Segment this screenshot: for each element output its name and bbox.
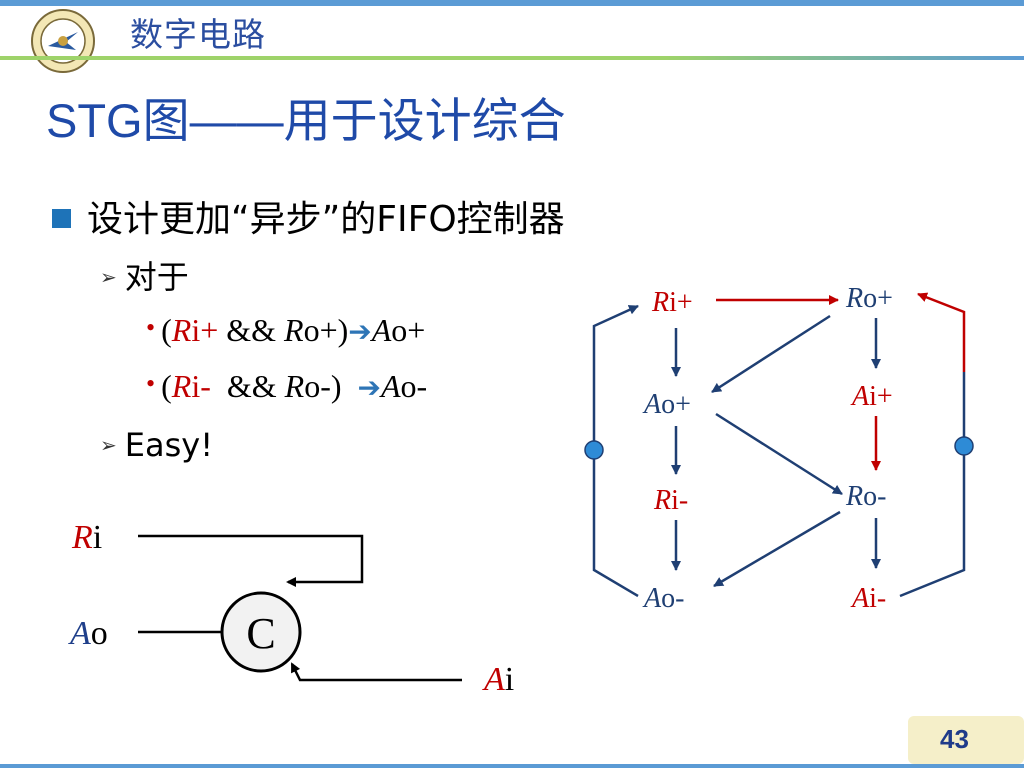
dot-bullet-icon: • (146, 369, 156, 398)
university-logo (31, 9, 95, 73)
arc-ai-minus-to-ro-plus (917, 292, 966, 372)
ri-suffix: i+ (191, 312, 219, 348)
ao-suffix: o- (400, 368, 428, 404)
ri-input-label: Ri (71, 519, 102, 556)
and-operator: && (218, 312, 285, 348)
and-operator: && (210, 368, 285, 404)
implies-arrow-icon: ➔ (357, 371, 381, 404)
ao-letter: A (380, 368, 401, 404)
arrow-bullet-icon: ➢ (100, 433, 117, 457)
ro-suffix: o-) (304, 368, 358, 404)
ro-letter: R (284, 368, 305, 404)
c-gate-label: C (246, 609, 275, 658)
token-left (584, 440, 604, 460)
token-right (954, 436, 974, 456)
stg-diagram: Ri+ Ro+ Ao+ Ai+ Ri- Ro- Ao- Ai- (584, 283, 974, 614)
node-ro-plus: Ro+ (845, 283, 893, 314)
node-ao-plus: Ao+ (642, 389, 691, 420)
arc-ro-plus-to-ao-plus (711, 314, 831, 394)
bullet-level1: 设计更加“异步”的FIFO控制器 (52, 190, 565, 242)
ro-letter: R (284, 312, 304, 348)
ri-letter: R (171, 368, 192, 404)
page-number-box (908, 716, 1024, 764)
ro-suffix: o+) (303, 312, 349, 348)
top-accent-bar (0, 0, 1024, 6)
node-ai-plus: Ai+ (850, 381, 893, 412)
arrow-bullet-icon: ➢ (100, 265, 117, 289)
paren: ( (161, 368, 172, 404)
bullet-text: Easy! (124, 426, 214, 464)
c-element-gate (220, 591, 302, 673)
c-element-diagram: C Ri Ao Ai (68, 519, 514, 698)
ri-wire (138, 534, 364, 587)
node-ri-minus: Ri- (653, 485, 688, 516)
ao-output-label: Ao (68, 615, 108, 652)
bullet-text: 设计更加“异步”的FIFO控制器 (87, 199, 565, 240)
node-ri-plus: Ri+ (651, 287, 693, 318)
arc-ai-minus-loop (899, 372, 966, 598)
paren: ( (161, 312, 172, 348)
header-divider (0, 56, 1024, 60)
node-ai-minus: Ai- (850, 583, 886, 614)
ao-letter: A (371, 312, 392, 348)
ri-letter: R (171, 312, 192, 348)
arc-ro-minus-to-ao-minus (713, 510, 841, 588)
ai-input-label: Ai (482, 661, 514, 698)
page-number: 43 (940, 724, 969, 754)
node-ao-minus: Ao- (642, 583, 684, 614)
bottom-accent-bar (0, 764, 1024, 768)
bullet-text: 对于 (124, 258, 189, 296)
square-bullet-icon (52, 208, 71, 228)
arc-ao-plus-to-ro-minus (715, 412, 843, 496)
bullet-level2: ➢ Easy! (100, 426, 213, 464)
ao-suffix: o+ (391, 312, 426, 348)
dot-bullet-icon: • (146, 313, 156, 342)
course-title: 数字电路 (130, 15, 266, 54)
rule-1: •(Ri+ && Ro+)➔Ao+ (146, 312, 425, 349)
rule-2: •(Ri- && Ro-) ➔Ao- (146, 368, 427, 405)
node-ro-minus: Ro- (845, 481, 886, 512)
bullet-level2: ➢ 对于 (100, 252, 189, 298)
implies-arrow-icon: ➔ (348, 315, 372, 348)
ai-wire (290, 662, 462, 682)
slide-title: STG图——用于设计综合 (46, 94, 566, 147)
ri-suffix: i- (191, 368, 211, 404)
